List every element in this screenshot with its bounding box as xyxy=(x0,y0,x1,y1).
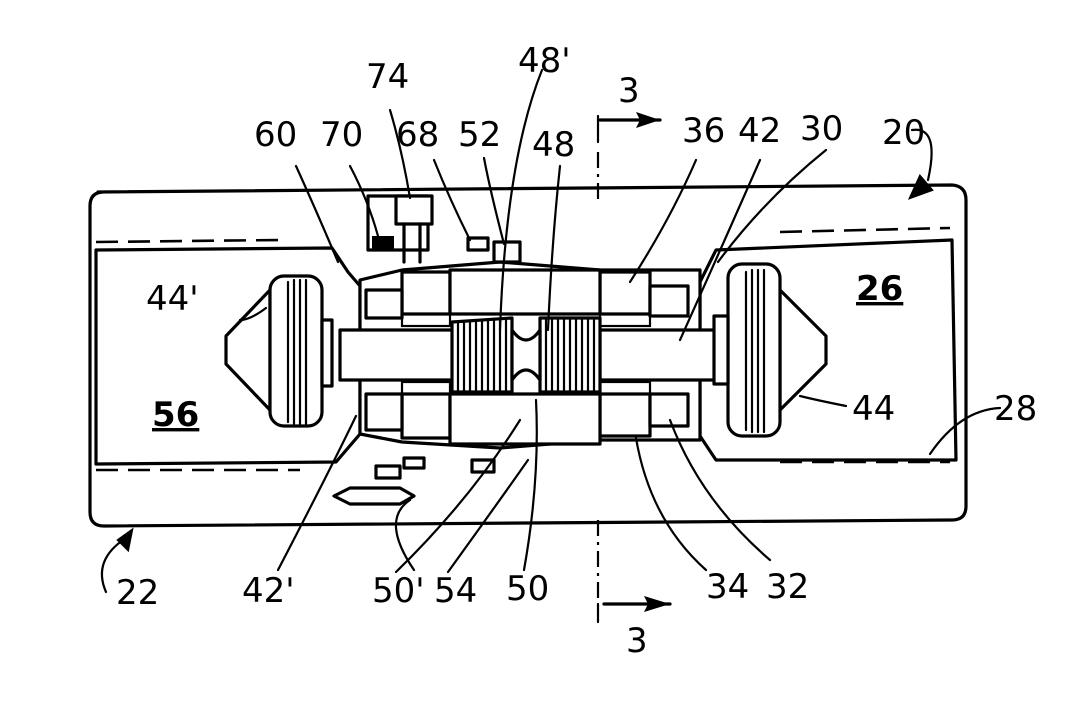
label-44: 44 xyxy=(852,389,895,429)
label-28: 28 xyxy=(994,389,1037,429)
label-56: 56 xyxy=(152,395,199,435)
label-20: 20 xyxy=(882,113,925,153)
label-26: 26 xyxy=(856,269,903,309)
label-22: 22 xyxy=(116,573,159,613)
thread-line-right-top xyxy=(780,228,950,232)
label-36: 36 xyxy=(682,111,725,151)
label-60: 60 xyxy=(254,115,297,155)
label-50: 50 xyxy=(506,569,549,609)
label-32: 32 xyxy=(766,567,809,607)
label-70: 70 xyxy=(320,115,363,155)
label-3-top: 3 xyxy=(618,71,640,111)
label-34: 34 xyxy=(706,567,749,607)
label-74: 74 xyxy=(366,57,409,97)
label-48p: 48' xyxy=(518,41,571,81)
label-42: 42 xyxy=(738,111,781,151)
label-50p: 50' xyxy=(372,571,425,611)
thread-line-left-top xyxy=(96,240,280,242)
label-48: 48 xyxy=(532,125,575,165)
label-44p: 44' xyxy=(146,279,199,319)
label-54: 54 xyxy=(434,571,477,611)
top-port xyxy=(368,196,520,262)
label-30: 30 xyxy=(800,109,843,149)
bottom-pin xyxy=(334,458,494,504)
label-42p: 42' xyxy=(242,571,295,611)
label-3-bottom: 3 xyxy=(626,621,648,661)
label-68: 68 xyxy=(396,115,439,155)
label-52: 52 xyxy=(458,115,501,155)
